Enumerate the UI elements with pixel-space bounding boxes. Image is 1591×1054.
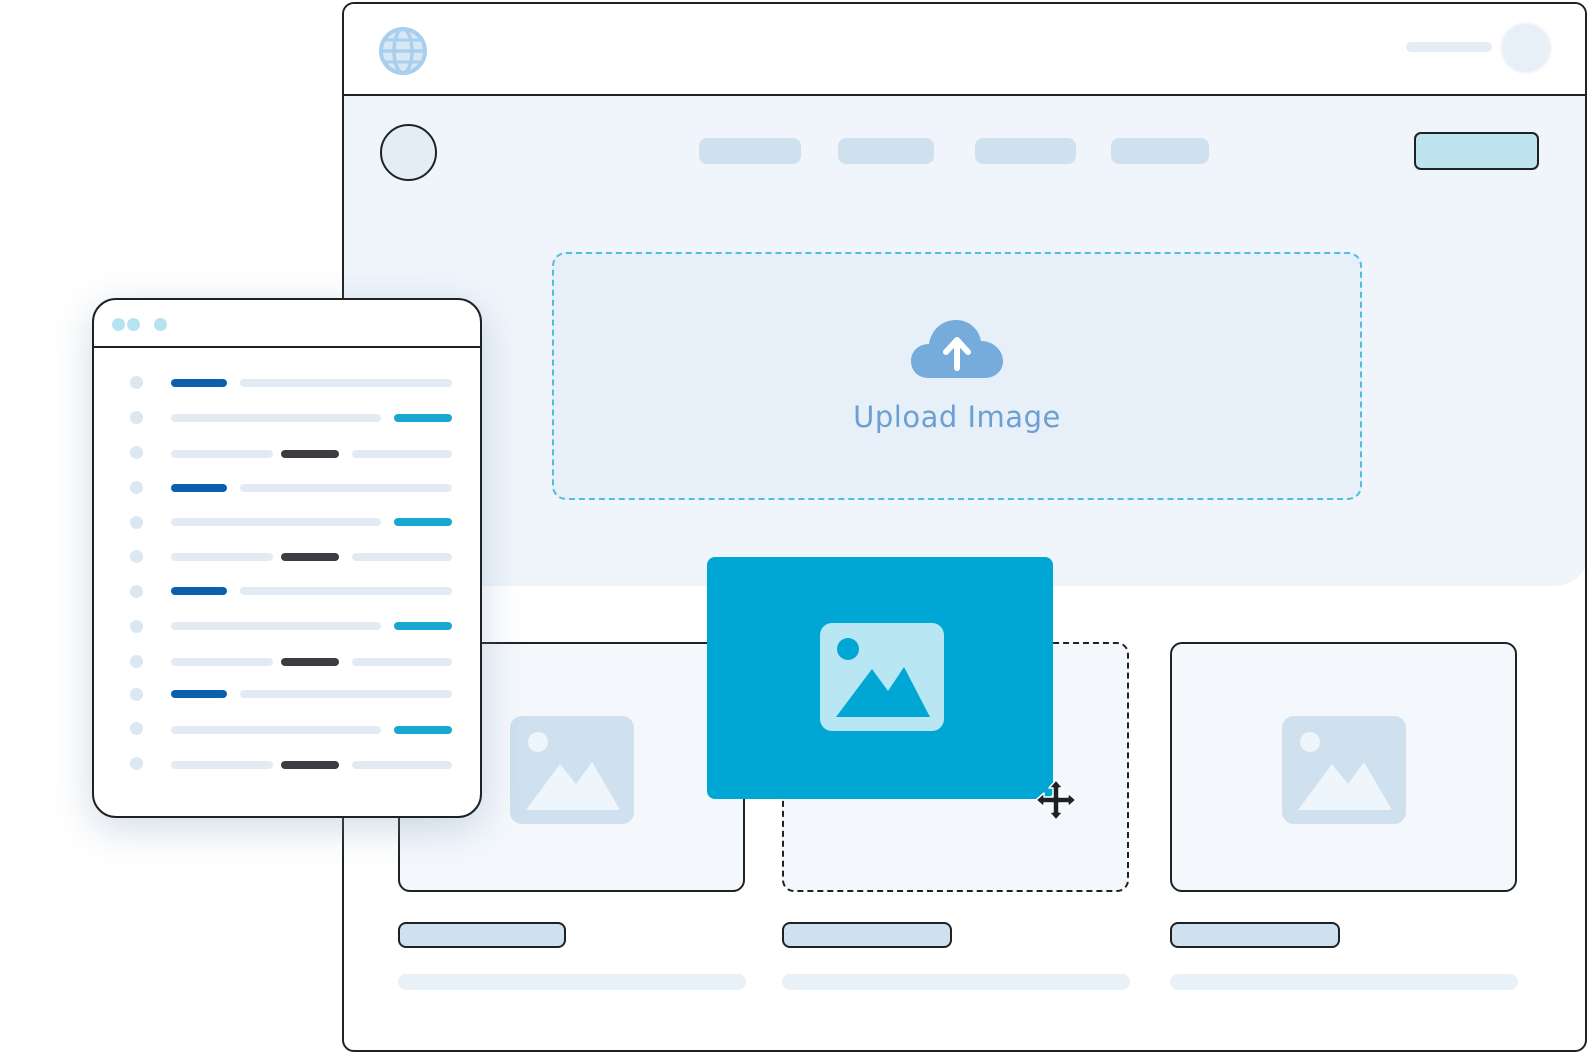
image-icon [1282,716,1406,824]
row-bar [171,587,227,595]
browser-window: Upload Image [342,2,1587,1052]
row-bar [171,726,381,734]
upload-label: Upload Image [853,400,1061,434]
card-desc-1 [398,974,746,990]
globe-icon [379,27,427,75]
row-bullet [130,446,143,459]
cloud-upload-icon [911,320,1003,378]
row-bullet [130,411,143,424]
row-bar [394,726,452,734]
move-cursor-icon [1035,779,1077,821]
row-bar [352,761,452,769]
window-dot [154,318,167,331]
row-bar [281,553,339,561]
dragged-image-card[interactable] [707,557,1053,799]
nav-item-3[interactable] [975,138,1076,164]
row-bar [171,690,227,698]
row-bar [171,450,273,458]
window-dot [112,318,125,331]
row-bullet [130,620,143,633]
card-title-1 [398,922,566,948]
window-dot [127,318,140,331]
row-bar [171,553,273,561]
cta-button[interactable] [1414,132,1539,170]
card-desc-3 [1170,974,1518,990]
row-bar [171,658,273,666]
row-bullet [130,516,143,529]
row-bar [171,622,381,630]
row-bar [171,414,381,422]
row-bar [240,587,452,595]
row-bar [281,658,339,666]
row-bar [281,450,339,458]
row-bullet [130,757,143,770]
row-bar [240,690,452,698]
row-bar [240,484,452,492]
gallery-card-3[interactable] [1170,642,1517,892]
nav-item-2[interactable] [838,138,934,164]
topbar-placeholder-line [1406,42,1492,52]
avatar[interactable] [1500,22,1552,74]
row-bar [171,761,273,769]
nav-item-4[interactable] [1111,138,1209,164]
nav-item-1[interactable] [699,138,801,164]
row-bullet [130,722,143,735]
row-bar [171,379,227,387]
site-logo[interactable] [380,124,437,181]
card-title-2 [782,922,952,948]
image-icon [820,623,944,731]
file-list-panel [92,298,482,818]
row-bullet [130,376,143,389]
row-bullet [130,550,143,563]
row-bullet [130,655,143,668]
panel-header [94,300,480,348]
hero-section: Upload Image [344,96,1585,586]
browser-topbar [344,4,1585,96]
row-bar [281,761,339,769]
row-bar [171,484,227,492]
row-bullet [130,585,143,598]
row-bar [240,379,452,387]
row-bullet [130,688,143,701]
row-bar [352,450,452,458]
row-bullet [130,481,143,494]
row-bar [171,518,381,526]
row-bar [394,622,452,630]
card-desc-2 [782,974,1130,990]
row-bar [352,553,452,561]
image-icon [510,716,634,824]
upload-dropzone[interactable]: Upload Image [552,252,1362,500]
row-bar [394,518,452,526]
row-bar [352,658,452,666]
card-title-3 [1170,922,1340,948]
row-bar [394,414,452,422]
